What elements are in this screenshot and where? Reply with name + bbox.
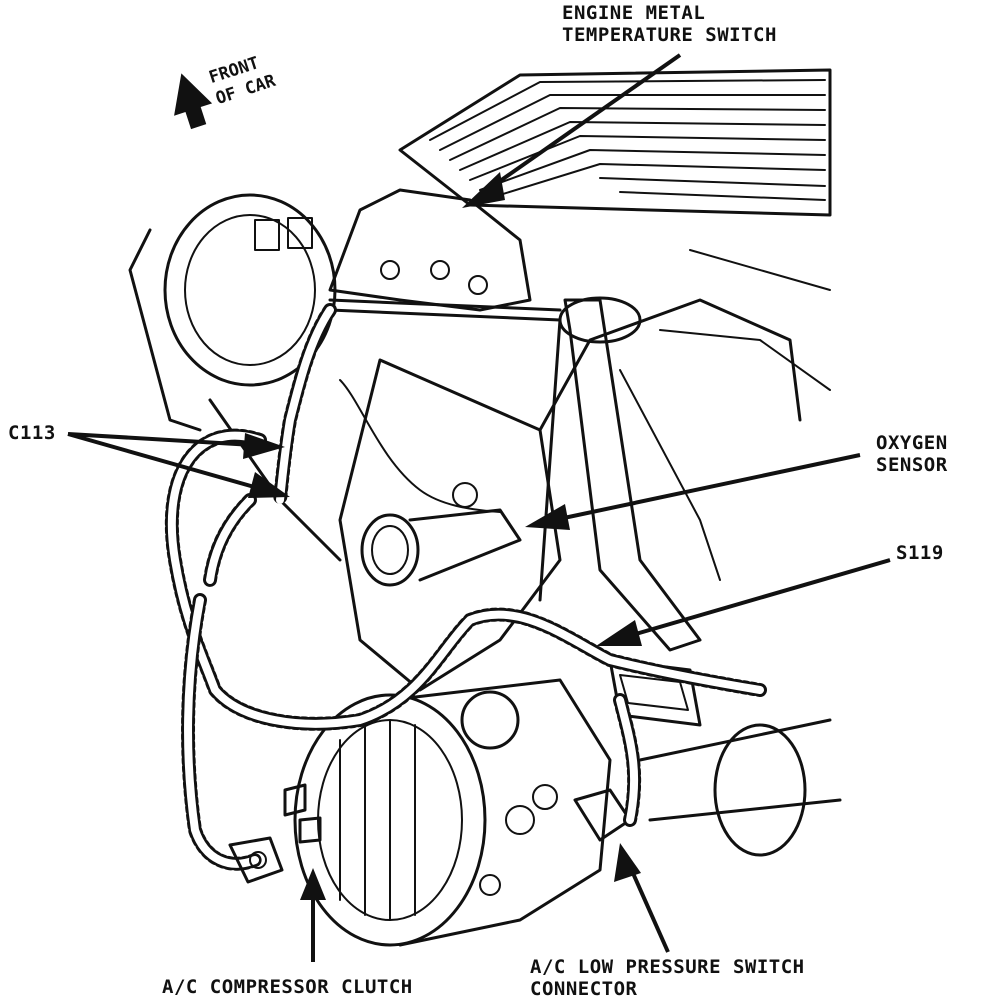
ac-compressor <box>283 678 612 947</box>
leader-arrows <box>67 53 891 962</box>
arrowhead-temp-switch <box>462 172 505 208</box>
valve-cover <box>398 68 832 217</box>
oxygen-sensor-port <box>360 482 522 587</box>
alternator <box>128 193 342 562</box>
label-c113: C113 <box>8 422 56 444</box>
label-oxygen-sensor-line1: OXYGEN <box>876 432 948 454</box>
leader-low-pressure-switch <box>626 861 670 953</box>
low-pressure-switch <box>532 718 842 857</box>
leader-oxygen-sensor <box>544 453 861 524</box>
label-ac-compressor-clutch: A/C COMPRESSOR CLUTCH <box>162 976 413 998</box>
coolant-hose <box>558 296 702 652</box>
label-ac-low-pressure-switch-line2: CONNECTOR <box>530 978 638 1000</box>
label-oxygen-sensor-line2: SENSOR <box>876 454 948 476</box>
arrowhead-low-pressure-switch <box>614 843 641 882</box>
arrowhead-c113-upper <box>243 433 285 459</box>
label-engine-metal-temp-switch: ENGINE METAL TEMPERATURE SWITCH <box>562 2 777 46</box>
leader-c113-upper <box>67 432 271 448</box>
leader-c113-lower <box>67 432 273 494</box>
label-engine-metal-temp-switch-line2: TEMPERATURE SWITCH <box>562 24 777 46</box>
label-ac-low-pressure-switch: A/C LOW PRESSURE SWITCH CONNECTOR <box>530 956 805 1000</box>
arrowhead-c113-lower <box>248 472 290 498</box>
label-oxygen-sensor: OXYGEN SENSOR <box>876 432 948 476</box>
oxygen-sensor-lead <box>339 379 501 513</box>
label-s119: S119 <box>896 542 944 564</box>
label-ac-low-pressure-switch-line1: A/C LOW PRESSURE SWITCH <box>530 956 805 978</box>
leader-temp-switch <box>478 53 682 197</box>
mounting-bracket <box>328 188 562 322</box>
arrowhead-compressor-clutch <box>300 868 326 900</box>
compressor-clutch-plug <box>228 836 284 884</box>
wiring-harness <box>164 303 767 871</box>
label-engine-metal-temp-switch-line1: ENGINE METAL <box>562 2 706 24</box>
front-of-car-arrow-icon <box>174 73 213 130</box>
arrowhead-s119 <box>596 620 642 646</box>
leader-s119 <box>614 558 891 642</box>
arrowhead-oxygen-sensor <box>525 504 570 530</box>
engine-block <box>338 249 831 692</box>
